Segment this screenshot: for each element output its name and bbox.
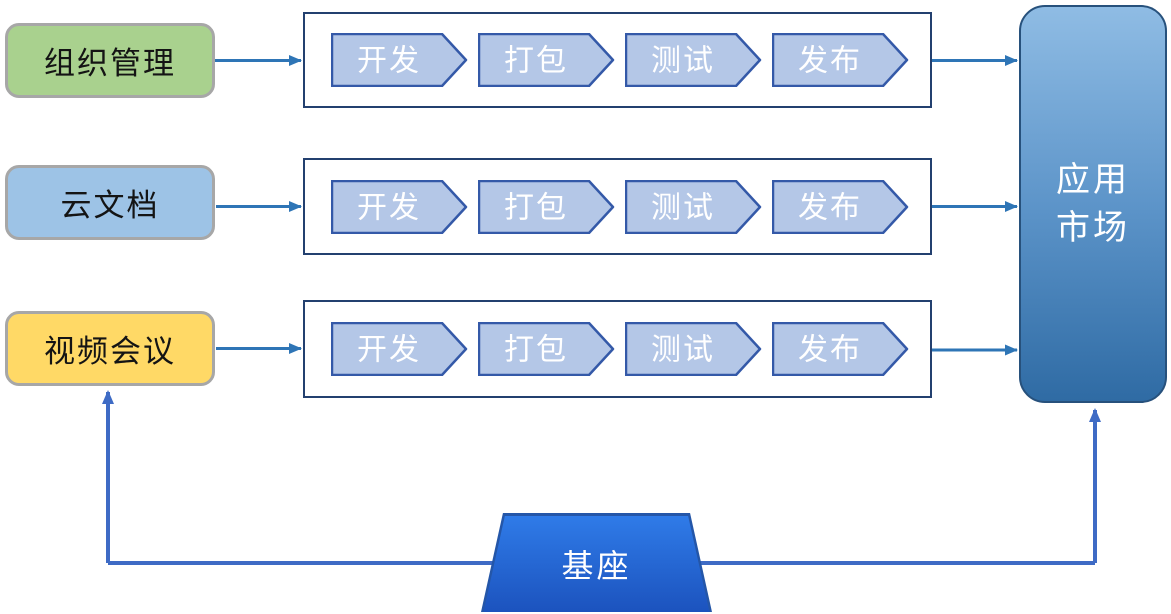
source-label-meeting: 视频会议 [44,334,176,369]
svg-text:开发: 开发 [357,334,421,367]
stage-test: 测试 [625,322,762,376]
stage-test: 测试 [625,33,762,87]
svg-text:测试: 测试 [651,191,715,224]
stage-develop: 开发 [331,33,468,87]
svg-text:打包: 打包 [504,191,568,224]
pipeline-container-1: 开发 打包 测试 发布 [303,12,932,108]
market-label-line1: 应用 [1056,161,1130,199]
base-trapezoid: 基座 [481,513,712,612]
market-box: 应用 市场 [1019,5,1167,403]
base-label: 基座 [561,547,632,584]
svg-text:发布: 发布 [798,45,862,78]
stage-develop: 开发 [331,322,468,376]
stage-release: 发布 [772,179,909,234]
source-box-meeting: 视频会议 [5,311,215,386]
stage-release: 发布 [772,33,909,87]
stage-package: 打包 [478,179,615,234]
stage-develop: 开发 [331,179,468,234]
svg-text:打包: 打包 [504,45,568,78]
source-label-docs: 云文档 [60,188,160,223]
source-label-org: 组织管理 [44,46,176,81]
svg-text:测试: 测试 [651,334,715,367]
stage-test: 测试 [625,179,762,234]
source-box-docs: 云文档 [5,165,215,240]
svg-text:开发: 开发 [357,191,421,224]
pipeline-container-2: 开发 打包 测试 发布 [303,158,932,255]
base-trapezoid-fill: 基座 [483,515,710,612]
svg-text:发布: 发布 [798,334,862,367]
svg-text:开发: 开发 [357,45,421,78]
source-box-org: 组织管理 [5,23,215,98]
market-label-line2: 市场 [1056,209,1130,247]
svg-text:发布: 发布 [798,191,862,224]
pipeline-container-3: 开发 打包 测试 发布 [303,300,932,398]
stage-release: 发布 [772,322,909,376]
svg-text:打包: 打包 [504,334,568,367]
stage-package: 打包 [478,322,615,376]
stage-package: 打包 [478,33,615,87]
svg-text:测试: 测试 [651,45,715,78]
